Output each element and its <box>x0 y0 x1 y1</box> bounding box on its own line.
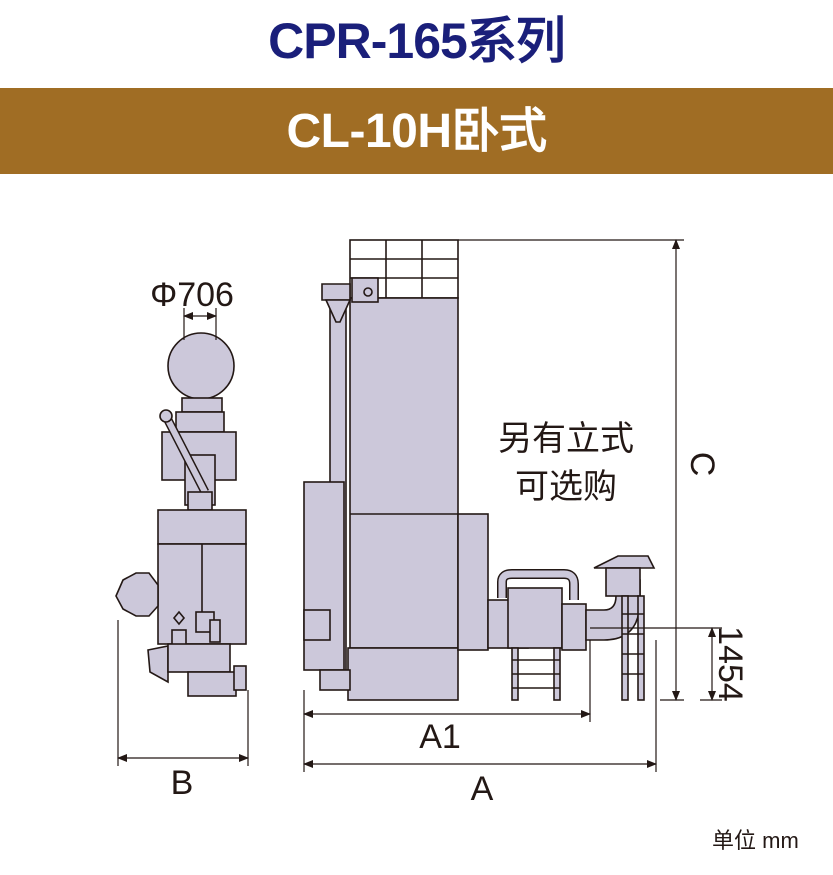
dim-b-label: B <box>171 764 194 802</box>
dim-a-label: A <box>471 770 494 808</box>
dim-a1-label: A1 <box>419 718 461 756</box>
series-title: CPR-165系列 <box>268 13 566 69</box>
model-band: CL-10H卧式 <box>0 88 833 174</box>
dim-diameter-label: Φ706 <box>150 276 234 314</box>
front-view <box>303 239 656 701</box>
side-view <box>115 332 247 697</box>
model-title: CL-10H卧式 <box>286 105 547 158</box>
vertical-option-note-line2: 可选购 <box>515 468 617 506</box>
vertical-option-note-line1: 另有立式 <box>498 420 634 458</box>
unit-label: 单位 mm <box>712 828 799 853</box>
dimension-lines <box>117 239 722 772</box>
dim-1454-label: 1454 <box>711 626 749 702</box>
dim-c-label: C <box>683 452 721 477</box>
